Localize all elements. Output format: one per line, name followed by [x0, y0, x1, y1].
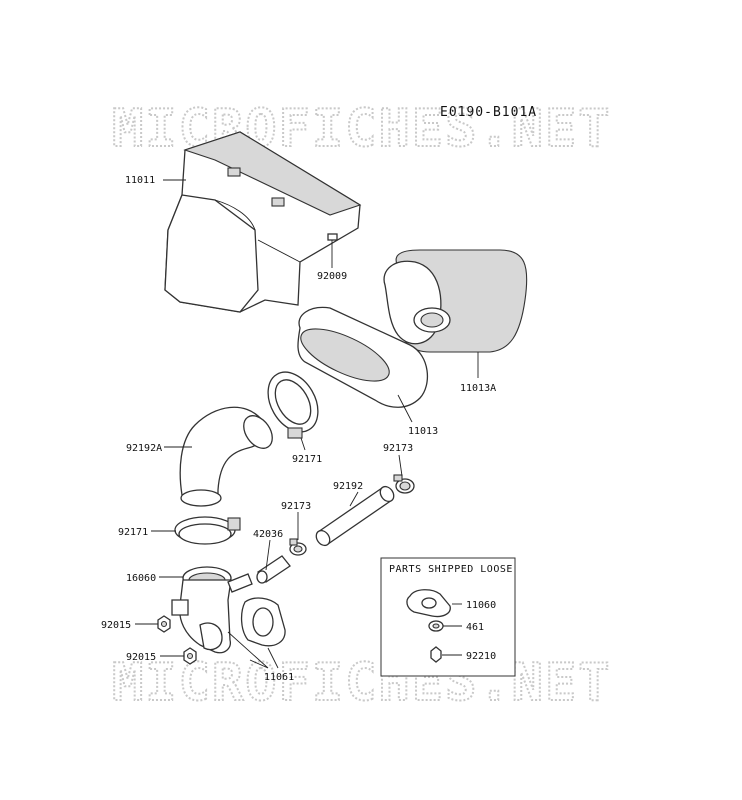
part-11060-gasket[interactable]: [406, 589, 451, 618]
label-92210: 92210: [466, 651, 496, 662]
leader-lines: [135, 179, 479, 669]
parts-shipped-loose-box: PARTS SHIPPED LOOSE: [380, 557, 516, 677]
part-11013A-filter[interactable]: [383, 249, 528, 353]
label-11061: 11061: [264, 672, 294, 683]
part-11013-precleaner[interactable]: [294, 306, 429, 408]
label-461: 461: [466, 622, 484, 633]
label-11013A: 11013A: [460, 383, 496, 394]
part-92015-nut-lower[interactable]: [183, 647, 197, 665]
label-11060: 11060: [466, 600, 496, 611]
label-92171-upper: 92171: [292, 454, 322, 465]
part-92171-clamp-lower[interactable]: [174, 516, 241, 545]
label-92171-lower: 92171: [118, 527, 148, 538]
label-92015-lower: 92015: [126, 652, 156, 663]
label-11013: 11013: [408, 426, 438, 437]
label-16060: 16060: [126, 573, 156, 584]
part-92009-bolt[interactable]: [327, 233, 338, 258]
part-92192A-elbow-hose[interactable]: [179, 406, 278, 507]
part-461-washer[interactable]: [428, 620, 444, 632]
part-16060-intake-elbow[interactable]: [171, 566, 253, 654]
label-92192: 92192: [333, 481, 363, 492]
part-92210-nut[interactable]: [430, 646, 442, 663]
part-92173-clamp-middle[interactable]: [289, 538, 307, 556]
label-42036: 42036: [253, 529, 283, 540]
part-92173-clamp-upper[interactable]: [393, 474, 415, 494]
part-92015-nut-upper[interactable]: [157, 615, 171, 633]
label-92192A: 92192A: [126, 443, 162, 454]
part-92171-clamp-upper[interactable]: [258, 363, 328, 440]
parts-box-title: PARTS SHIPPED LOOSE: [389, 564, 513, 575]
part-92192-breather-hose[interactable]: [313, 484, 396, 548]
watermark-bottom: MICROFICHES.NET: [112, 653, 612, 713]
label-92173-middle: 92173: [281, 501, 311, 512]
label-11011: 11011: [125, 175, 155, 186]
diagram-code: E0190-B101A: [440, 105, 537, 120]
label-92173-upper: 92173: [383, 443, 413, 454]
label-92015-upper: 92015: [101, 620, 131, 631]
part-11061-gasket[interactable]: [240, 597, 286, 647]
part-42036-fitting[interactable]: [256, 555, 291, 584]
part-11011-housing[interactable]: [164, 131, 362, 313]
label-92009: 92009: [317, 271, 347, 282]
